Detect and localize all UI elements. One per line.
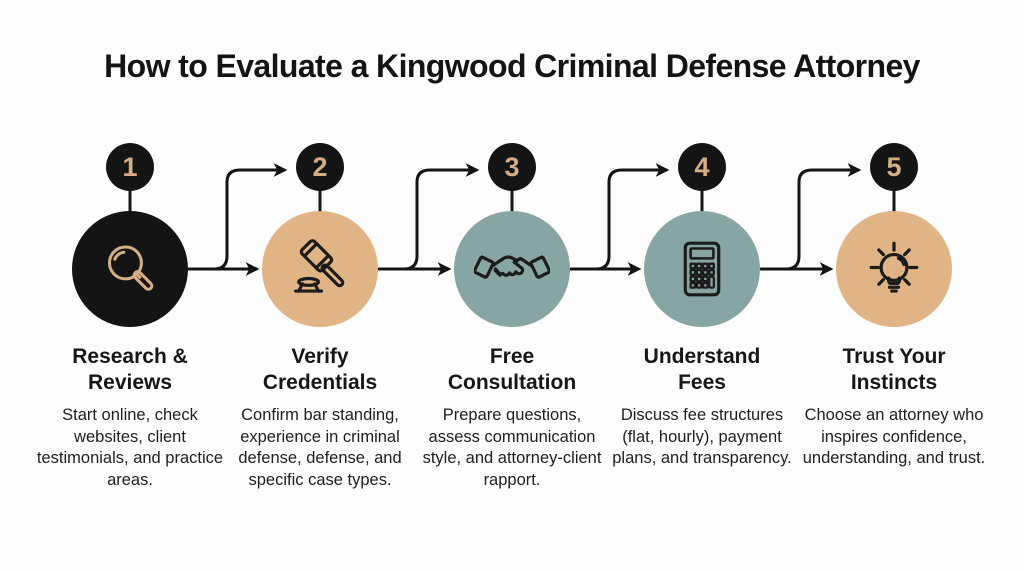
step-5-number-badge: 5: [870, 143, 918, 191]
flow-connector-3-branch: [594, 163, 670, 271]
magnifier-icon: [107, 245, 154, 291]
step-1-text: Research & Reviews Start online, check w…: [33, 344, 227, 491]
step-1-title: Research & Reviews: [72, 345, 188, 394]
step-5-text: Trust Your Instincts Choose an attorney …: [797, 344, 991, 470]
step-2-description: Confirm bar standing, experience in crim…: [238, 406, 402, 489]
page-title: How to Evaluate a Kingwood Criminal Defe…: [104, 48, 920, 84]
step-1-description: Start online, check websites, client tes…: [36, 406, 224, 489]
step-3-title: Free Consultation: [447, 345, 577, 394]
step-4-icon-circle: [644, 211, 760, 327]
step-5-description: Choose an attorney who inspires confiden…: [802, 406, 986, 467]
step-4-description: Discuss fee structures (flat, hourly), p…: [612, 406, 792, 467]
step-1-icon-circle: [72, 211, 188, 327]
step-2-icon-circle: [262, 211, 378, 327]
flow-connector-2-branch: [402, 163, 480, 271]
step-5-icon-circle: [836, 211, 952, 327]
step-1-number: 1: [122, 151, 138, 182]
step-3-number: 3: [504, 151, 520, 182]
flow-connector-4-branch: [784, 163, 862, 271]
step-2-title: Verify Credentials: [262, 345, 378, 394]
step-4-number: 4: [694, 151, 710, 182]
gavel-icon: [294, 239, 345, 293]
flow-connector-1-branch: [212, 163, 288, 271]
step-4-number-badge: 4: [678, 143, 726, 191]
step-3-number-badge: 3: [488, 143, 536, 191]
step-2-text: Verify Credentials Confirm bar standing,…: [223, 344, 417, 491]
step-4-text: Understand Fees Discuss fee structures (…: [605, 344, 799, 470]
step-2-number-badge: 2: [296, 143, 344, 191]
lightbulb-icon: [869, 241, 919, 293]
step-5-title: Trust Your Instincts: [842, 345, 946, 394]
step-3-icon-circle: [454, 211, 570, 327]
calculator-icon: [683, 241, 721, 297]
step-3-description: Prepare questions, assess communication …: [422, 406, 602, 489]
step-5-number: 5: [886, 151, 902, 182]
handshake-icon: [474, 255, 550, 279]
step-4-title: Understand Fees: [643, 345, 761, 394]
step-1-number-badge: 1: [106, 143, 154, 191]
step-2-number: 2: [312, 151, 328, 182]
step-3-text: Free Consultation Prepare questions, ass…: [415, 344, 609, 491]
